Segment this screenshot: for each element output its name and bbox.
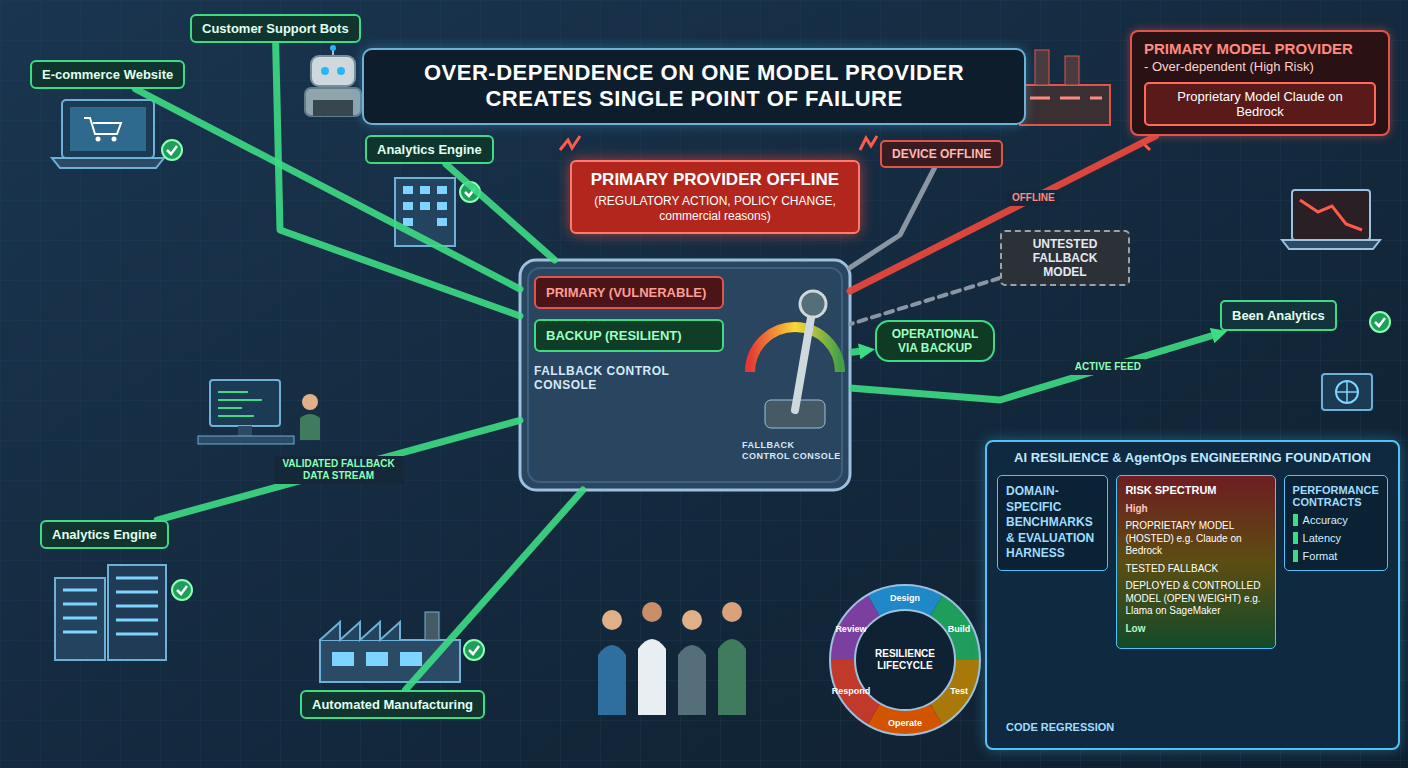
node-text: TESTED FALLBACK — [1125, 563, 1266, 576]
application-card: Automated Manufacturing — [300, 690, 485, 719]
node-text: High — [1125, 503, 1266, 516]
backup-switch-box: BACKUP (RESILIENT) — [534, 319, 724, 352]
connector-label: ACTIVE FEED — [1070, 359, 1146, 375]
power-plant-icon — [1020, 50, 1110, 125]
node-text: PRIMARY (VULNERABLE) — [546, 285, 712, 300]
alert-banner: PRIMARY PROVIDER OFFLINE (REGULATORY ACTI… — [570, 160, 860, 234]
laptop-icon — [1282, 190, 1380, 249]
node-text: PROPRIETARY MODEL (HOSTED) e.g. Claude o… — [1125, 520, 1266, 558]
node-text: Format — [1293, 550, 1379, 562]
people-figures — [598, 602, 746, 715]
lifecycle-circle: RESILIENCE LIFECYCLE — [830, 585, 980, 735]
title-box: OVER-DEPENDENCE ON ONE MODEL PROVIDER CR… — [362, 48, 1026, 125]
connector-label: VALIDATED FALLBACK DATA STREAM — [274, 456, 404, 484]
building-icon — [55, 565, 166, 660]
check-mark — [162, 92, 1390, 660]
node-text: Been Analytics — [1232, 308, 1325, 323]
node-children: Proprietary Model Claude on Bedrock — [1144, 82, 1376, 126]
node-text: PRIMARY PROVIDER OFFLINE — [584, 170, 846, 190]
lifecycle-ring — [830, 585, 980, 735]
pipe-connector — [850, 168, 934, 268]
node-text: RESILIENCE LIFECYCLE — [863, 648, 947, 672]
status-box: OPERATIONAL VIA BACKUP — [875, 320, 995, 362]
node-text: Analytics Engine — [52, 527, 157, 542]
node-text: Accuracy — [1293, 514, 1379, 526]
node-text: E-commerce Website — [42, 67, 173, 82]
node-text: Customer Support Bots — [202, 21, 349, 36]
pipe-connector — [850, 136, 1156, 291]
lifecycle-stage: Build — [948, 624, 971, 634]
robot-icon — [305, 45, 361, 116]
model-box: Proprietary Model Claude on Bedrock — [1144, 82, 1376, 126]
node-text: RISK SPECTRUM — [1125, 484, 1266, 498]
spark-symbol — [560, 136, 1152, 150]
node-text: OPERATIONAL VIA BACKUP — [885, 327, 985, 355]
lifecycle-stage: Design — [890, 593, 920, 603]
workstation-label: CODE REGRESSION — [1000, 718, 1120, 736]
benchmark-box: DOMAIN-SPECIFIC BENCHMARKS & EVALUATION … — [997, 475, 1108, 571]
node-text: DOMAIN-SPECIFIC BENCHMARKS & EVALUATION … — [1006, 484, 1099, 562]
node-text: Analytics Engine — [377, 142, 482, 157]
application-card: Analytics Engine — [365, 135, 494, 164]
node-text: - Over-dependent (High Risk) — [1144, 59, 1376, 74]
contracts-box: PERFORMANCE CONTRACTS AccuracyLatencyForm… — [1284, 475, 1388, 571]
laptop-icon — [52, 100, 164, 168]
node-text: AI RESILIENCE & AgentOps ENGINEERING FOU… — [997, 450, 1388, 465]
risk-spectrum-box: RISK SPECTRUM HighPROPRIETARY MODEL (HOST… — [1116, 475, 1275, 649]
lifecycle-stage: Respond — [832, 686, 871, 696]
title: OVER-DEPENDENCE ON ONE MODEL PROVIDER CR… — [380, 60, 1008, 113]
node-text: BACKUP (RESILIENT) — [546, 328, 712, 343]
node-text: Latency — [1293, 532, 1379, 544]
pipe-connector — [405, 490, 583, 690]
node-text: PRIMARY MODEL PROVIDER — [1144, 40, 1376, 57]
node-text: PERFORMANCE CONTRACTS — [1293, 484, 1379, 508]
node-text: FALLBACK CONTROL CONSOLE — [534, 364, 724, 392]
node-text: Automated Manufacturing — [312, 697, 473, 712]
monitor-icon — [1322, 374, 1372, 410]
node-children: DOMAIN-SPECIFIC BENCHMARKS & EVALUATION … — [997, 475, 1388, 649]
node-text: Proprietary Model Claude on Bedrock — [1154, 89, 1366, 119]
node-text: DEVICE OFFLINE — [892, 147, 991, 161]
application-card: E-commerce Website — [30, 60, 185, 89]
fallback-model-box: UNTESTED FALLBACK MODEL — [1000, 230, 1130, 286]
lever-symbol — [750, 291, 840, 428]
node-children: PRIMARY (VULNERABLE) BACKUP (RESILIENT) — [534, 276, 724, 352]
application-card: Analytics Engine — [40, 520, 169, 549]
node-text: DEPLOYED & CONTROLLED MODEL (OPEN WEIGHT… — [1125, 580, 1266, 618]
primary-switch-box: PRIMARY (VULNERABLE) — [534, 276, 724, 309]
console-body — [520, 260, 850, 490]
status-box: DEVICE OFFLINE — [880, 140, 1003, 168]
console-label: FALLBACK CONTROL CONSOLE — [742, 440, 842, 462]
connector-label: OFFLINE — [1007, 190, 1060, 206]
pipe-connector — [850, 351, 863, 353]
lifecycle-stage: Operate — [888, 718, 922, 728]
node-text: UNTESTED FALLBACK MODEL — [1010, 237, 1120, 279]
lifecycle-stage: Review — [835, 624, 866, 634]
pipe-connector — [446, 164, 555, 260]
provider-box: PRIMARY MODEL PROVIDER - Over-dependent (… — [1130, 30, 1390, 136]
terminal-icon — [198, 380, 320, 444]
pipe-connector — [157, 420, 520, 520]
foundation-panel: AI RESILIENCE & AgentOps ENGINEERING FOU… — [985, 440, 1400, 750]
application-card: Customer Support Bots — [190, 14, 361, 43]
pipe-connector — [850, 278, 1000, 324]
node-text: (REGULATORY ACTION, POLICY CHANGE, comme… — [584, 194, 846, 224]
node-text: Low — [1125, 623, 1266, 636]
application-card: Been Analytics — [1220, 300, 1337, 331]
lifecycle-stage: Test — [950, 686, 968, 696]
